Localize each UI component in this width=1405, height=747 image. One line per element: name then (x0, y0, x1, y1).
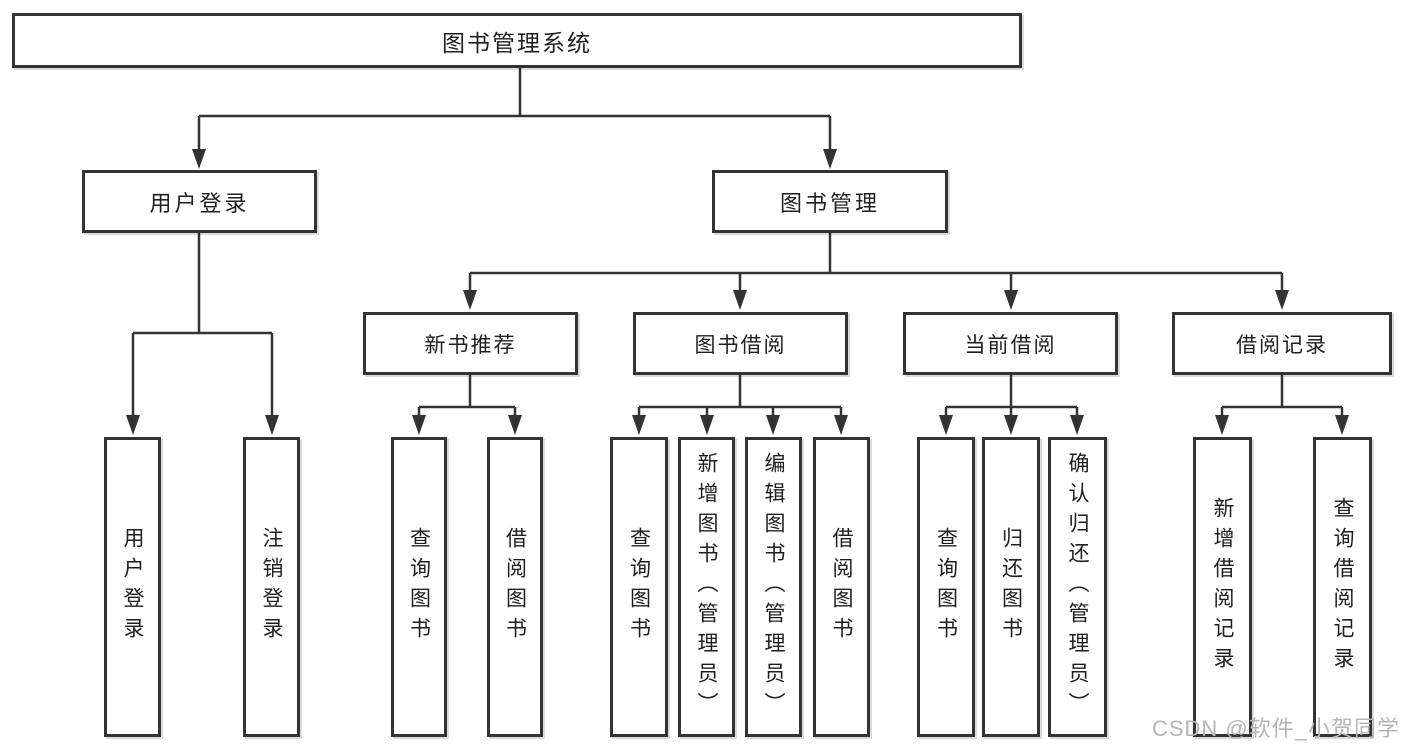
node-book-borrow-label: 图书借阅 (694, 333, 787, 357)
node-root-system: 图书管理系统 (12, 13, 1022, 68)
leaf-recommend-query-books: 查询图书 (391, 437, 447, 737)
leaf-logout-label: 注销登录 (260, 527, 283, 647)
node-root-label: 图书管理系统 (442, 29, 592, 56)
leaf-user-login-label: 用户登录 (121, 527, 144, 647)
leaf-borrow-books-label: 借阅图书 (830, 527, 853, 647)
node-book-management-label: 图书管理 (779, 190, 880, 216)
leaf-edit-books-admin-label: 编辑图书（管理员） (762, 452, 785, 722)
leaf-confirm-return-admin-label: 确认归还（管理员） (1066, 452, 1089, 722)
leaf-return-books-label: 归还图书 (999, 527, 1023, 647)
node-user-login-label: 用户登录 (149, 190, 250, 216)
leaf-add-borrow-record: 新增借阅记录 (1193, 437, 1252, 737)
node-borrow-records: 借阅记录 (1172, 312, 1392, 375)
leaf-recommend-borrow-books: 借阅图书 (487, 437, 543, 737)
leaf-logout: 注销登录 (243, 437, 300, 737)
leaf-borrow-query-books-label: 查询图书 (627, 527, 651, 647)
leaf-query-borrow-record: 查询借阅记录 (1313, 437, 1372, 737)
node-book-borrow: 图书借阅 (633, 312, 848, 375)
leaf-recommend-query-books-label: 查询图书 (407, 527, 431, 647)
leaf-confirm-return-admin: 确认归还（管理员） (1048, 437, 1107, 737)
leaf-add-borrow-record-label: 新增借阅记录 (1211, 497, 1234, 677)
leaf-current-query-books-label: 查询图书 (934, 527, 958, 647)
csdn-watermark: CSDN @软件_小贺同学 (1151, 716, 1400, 741)
leaf-borrow-books: 借阅图书 (813, 437, 870, 737)
node-new-book-recommend: 新书推荐 (363, 312, 578, 375)
leaf-return-books: 归还图书 (982, 437, 1040, 737)
leaf-query-borrow-record-label: 查询借阅记录 (1331, 497, 1354, 677)
leaf-edit-books-admin: 编辑图书（管理员） (745, 437, 802, 737)
node-borrow-records-label: 借阅记录 (1236, 333, 1328, 357)
leaf-borrow-query-books: 查询图书 (610, 437, 668, 737)
leaf-recommend-borrow-books-label: 借阅图书 (503, 527, 527, 647)
leaf-add-books-admin-label: 新增图书（管理员） (695, 452, 718, 722)
leaf-user-login: 用户登录 (104, 437, 161, 737)
node-current-borrow-label: 当前借阅 (964, 333, 1057, 357)
leaf-current-query-books: 查询图书 (917, 437, 975, 737)
leaf-add-books-admin: 新增图书（管理员） (678, 437, 735, 737)
node-new-book-recommend-label: 新书推荐 (424, 333, 517, 357)
node-current-borrow: 当前借阅 (903, 312, 1118, 375)
node-book-management: 图书管理 (712, 170, 948, 233)
arrowheads (126, 149, 1349, 435)
node-user-login: 用户登录 (82, 170, 317, 233)
